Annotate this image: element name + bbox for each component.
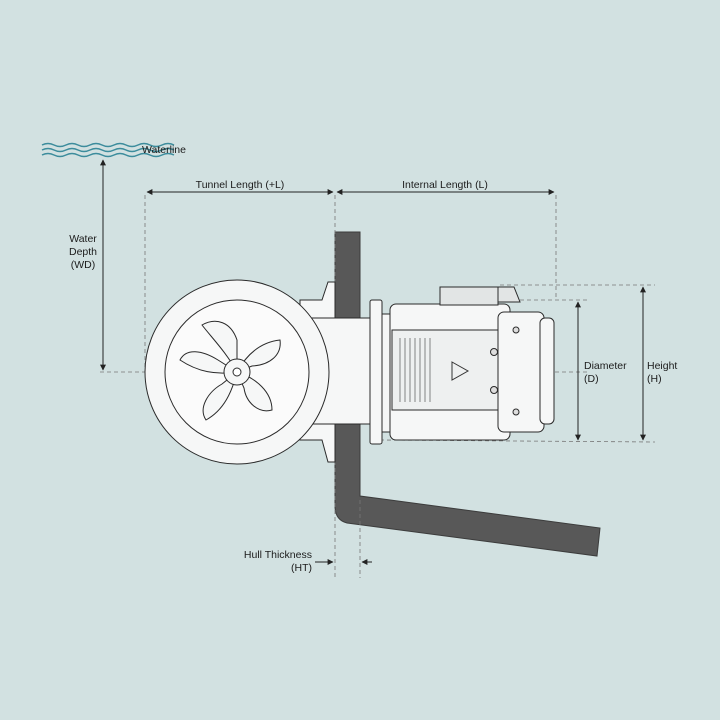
waterline-label: Waterline bbox=[142, 144, 186, 156]
hull-thickness-label: Hull Thickness (HT) bbox=[243, 549, 312, 574]
waterline-waves-icon bbox=[41, 142, 175, 158]
water-depth-label: Water Depth (WD) bbox=[68, 233, 98, 271]
thruster-assembly bbox=[144, 279, 555, 465]
hull-section bbox=[334, 231, 601, 557]
internal-length-label: Internal Length (L) bbox=[402, 179, 488, 191]
warning-triangle-icon bbox=[451, 361, 470, 381]
tunnel-length-label: Tunnel Length (+L) bbox=[195, 179, 285, 191]
height-label: Height (H) bbox=[647, 360, 678, 385]
dimension-arrows bbox=[100, 159, 646, 565]
diameter-label: Diameter (D) bbox=[584, 360, 627, 385]
propeller-icon bbox=[179, 320, 281, 421]
